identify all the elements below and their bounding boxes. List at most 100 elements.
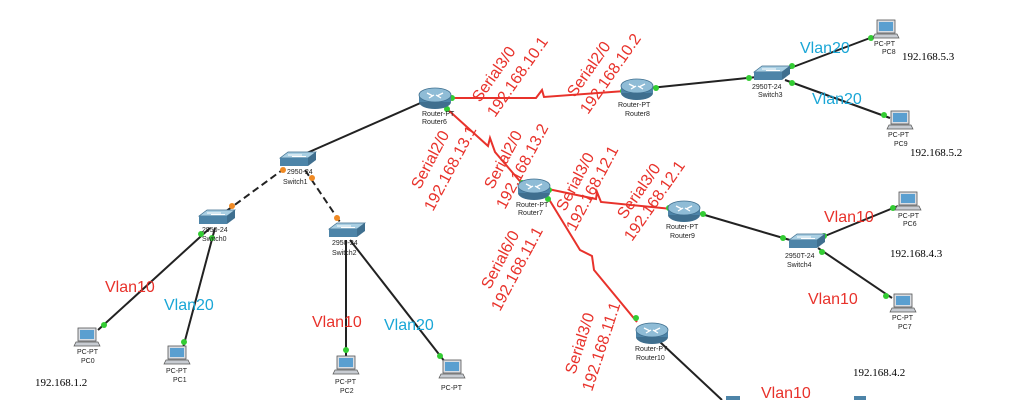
router-icon — [635, 322, 669, 345]
device-type-label: Router-PT — [666, 224, 699, 231]
vlan-label: Vlan20 — [384, 317, 434, 334]
device-name-label: Router7 — [518, 210, 543, 217]
device-type-label: PC-PT — [892, 315, 914, 322]
pc7-ip-label: 192.168.4.2 — [853, 367, 905, 379]
device-name-label: Router10 — [636, 355, 665, 362]
device-type-label: PC-PT — [77, 349, 99, 356]
link-switch4-pc7 — [817, 247, 893, 299]
port-dot — [789, 80, 795, 86]
device-name-label: PC0 — [81, 358, 95, 365]
switch3[interactable]: 2950T-24 Switch3 — [752, 65, 791, 99]
router8[interactable]: Router-PT Router8 — [618, 78, 654, 118]
port-dot — [780, 235, 786, 241]
device-name-label: PC8 — [882, 49, 896, 56]
port-dot — [746, 75, 752, 81]
link-switch3-pc8 — [784, 34, 879, 71]
switch-icon — [198, 209, 236, 225]
vlan-label: Vlan10 — [312, 314, 362, 331]
port-dot — [444, 106, 450, 112]
switch2[interactable]: 2950-24 Switch2 — [328, 222, 366, 257]
switch-icon — [328, 222, 366, 238]
vlan-label: Vlan20 — [812, 91, 862, 108]
link-router8-switch3 — [649, 76, 758, 89]
device-type-label: 2950T-24 — [752, 84, 782, 91]
link-switch2-pc3 — [349, 239, 446, 363]
partial-device-bottom — [726, 396, 740, 400]
port-dot — [633, 315, 639, 321]
router-icon — [418, 87, 452, 110]
pc0-ip-label: 192.168.1.2 — [35, 377, 87, 389]
serial-router6-router8 — [450, 87, 626, 99]
device-type-label: PC-PT — [441, 385, 463, 392]
port-dot — [881, 112, 887, 118]
pc-icon — [872, 19, 900, 39]
link-switch0-pc0 — [97, 227, 211, 331]
port-dot — [789, 63, 795, 69]
pc2[interactable]: PC-PT PC2 — [332, 355, 360, 395]
serial-router7-router10 — [546, 195, 638, 323]
link-router6-switch1 — [299, 100, 426, 157]
serial-router7-router9 — [547, 188, 673, 210]
device-name-label: Router9 — [670, 233, 695, 240]
pc9[interactable]: PC-PT PC9 192.168.5.2 — [886, 110, 962, 159]
router7[interactable]: Router-PT Router7 — [516, 178, 551, 217]
vlan-label: Vlan10 — [824, 209, 874, 226]
switch-icon — [753, 65, 791, 81]
device-name-label: PC7 — [898, 324, 912, 331]
device-type-label: Router-PT — [635, 346, 668, 353]
router6[interactable]: Router-PT Router6 — [418, 87, 455, 126]
pc-icon — [886, 110, 914, 130]
pc-icon — [438, 359, 466, 379]
pc8[interactable]: PC-PT PC8 192.168.5.3 — [872, 19, 955, 63]
device-type-label: 2950T-24 — [785, 253, 815, 260]
link-router9-switch4 — [697, 212, 791, 241]
serial-links — [445, 87, 673, 323]
port-dot — [309, 175, 315, 181]
device-name-label: Switch2 — [332, 250, 357, 257]
pc-icon — [163, 345, 191, 365]
vlan-label: Vlan20 — [800, 40, 850, 57]
router-icon — [667, 200, 701, 223]
pc1[interactable]: PC-PT PC1 — [163, 345, 191, 384]
port-dot — [653, 85, 659, 91]
port-dot — [868, 35, 874, 41]
device-type-label: Router-PT — [422, 111, 455, 118]
device-name-label: PC2 — [340, 388, 354, 395]
device-name-label: Router8 — [625, 111, 650, 118]
switch0[interactable]: 2950-24 Switch0 — [198, 209, 236, 243]
pc-icon — [889, 293, 917, 313]
device-name-label: Switch4 — [787, 262, 812, 269]
device-type-label: 2950-24 — [287, 169, 313, 176]
device-name-label: Switch0 — [202, 236, 227, 243]
device-type-label: Router-PT — [618, 102, 651, 109]
device-type-label: 2950-24 — [332, 240, 358, 247]
device-type-label: 2950-24 — [202, 227, 228, 234]
pc7[interactable]: PC-PT PC7 — [889, 293, 917, 331]
pc6-ip-label: 192.168.4.3 — [890, 248, 943, 260]
pc-icon — [332, 355, 360, 375]
device-type-label: PC-PT — [166, 368, 188, 375]
port-dot — [198, 231, 204, 237]
pc-icon — [894, 191, 922, 211]
device-type-label: PC-PT — [888, 132, 910, 139]
partial-device-bottom-right — [854, 396, 866, 400]
switch1[interactable]: 2950-24 Switch1 — [279, 151, 317, 186]
switch-icon — [788, 233, 826, 249]
port-dot — [890, 205, 896, 211]
pc-ip-label: 192.168.5.2 — [910, 147, 962, 159]
switch-icon — [279, 151, 317, 167]
link-switch0-pc1 — [182, 227, 216, 349]
pc0[interactable]: PC-PT PC0 — [73, 327, 101, 365]
switch4[interactable]: 2950T-24 Switch4 — [785, 233, 826, 269]
port-dot — [334, 215, 340, 221]
router9[interactable]: Router-PT Router9 — [666, 200, 701, 240]
device-name-label: Switch3 — [758, 92, 783, 99]
vlan-label: Vlan10 — [808, 291, 858, 308]
pc-ip-label: 192.168.5.3 — [902, 51, 955, 63]
link-switch1-switch0 — [224, 167, 286, 213]
pc3[interactable]: PC-PT — [438, 359, 466, 392]
port-dot — [883, 293, 889, 299]
device-type-label: PC-PT — [874, 41, 896, 48]
router10[interactable]: Router-PT Router10 — [635, 322, 669, 362]
pc6[interactable]: PC-PT PC6 — [894, 191, 922, 228]
